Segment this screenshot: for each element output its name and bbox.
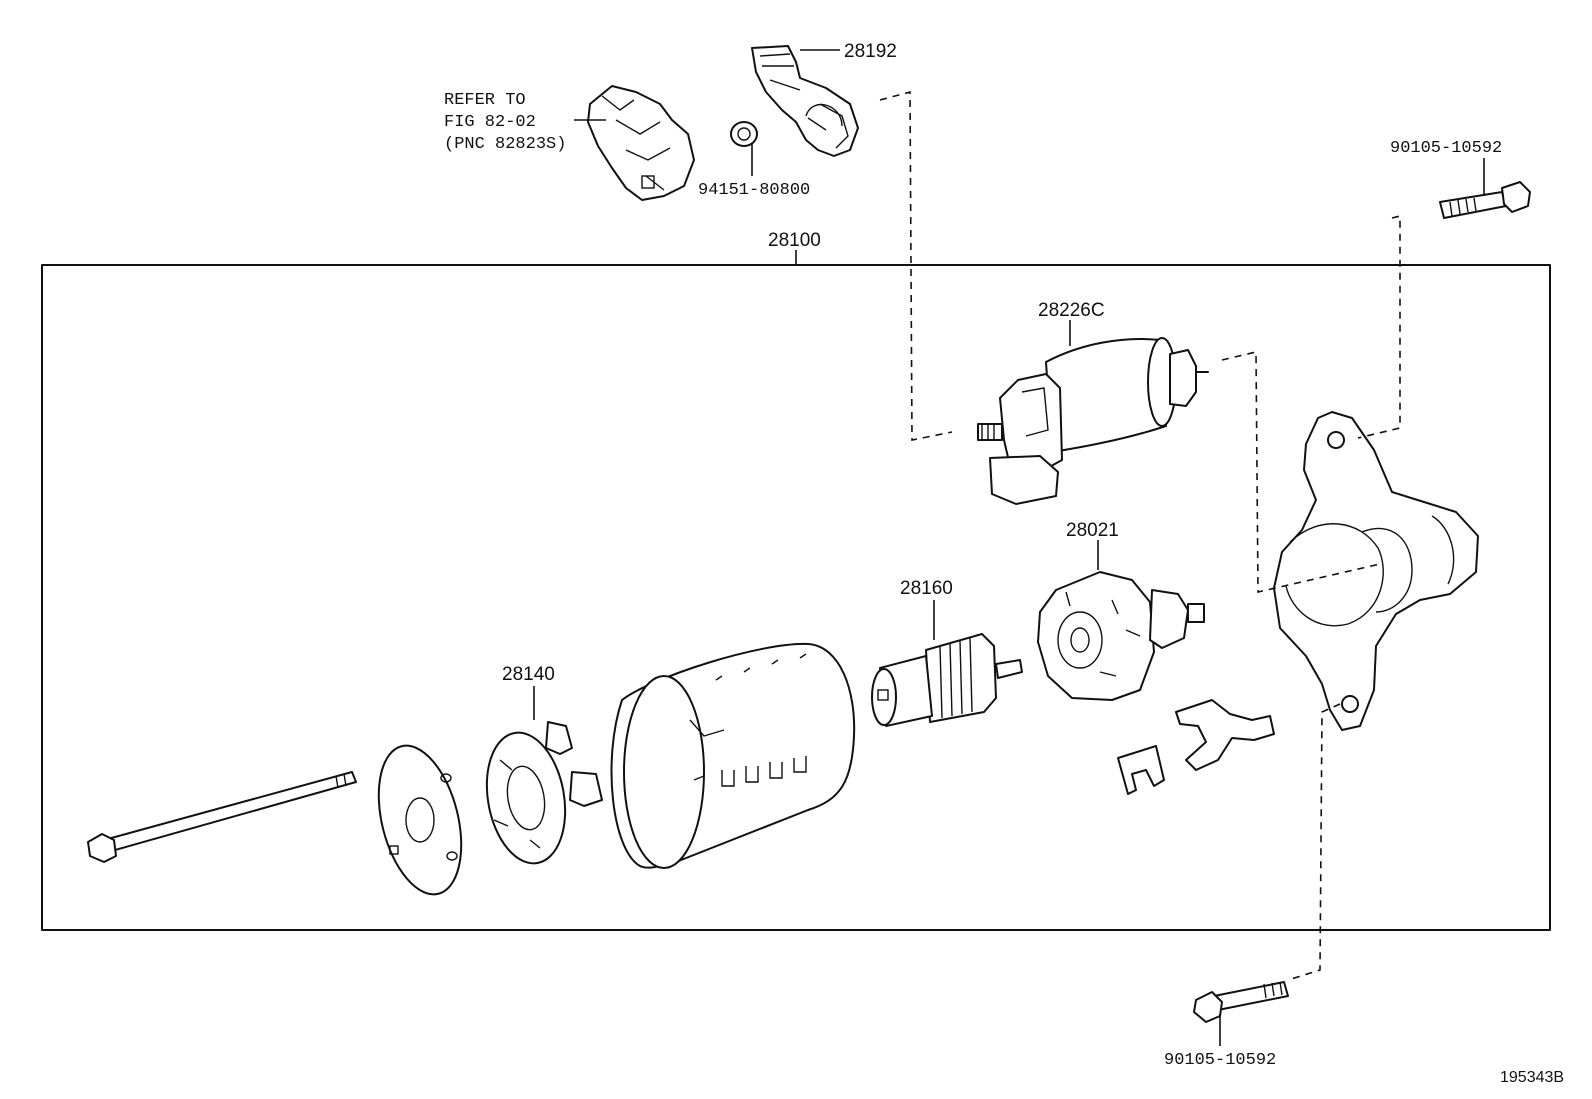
label-drive: 28021 — [1066, 520, 1119, 541]
through-bolt-part[interactable] — [87, 771, 357, 863]
armature-part[interactable] — [871, 633, 1023, 727]
drive-clutch-part[interactable] — [1037, 571, 1205, 701]
bolt-top-part[interactable] — [1439, 181, 1531, 219]
solenoid-part[interactable] — [977, 337, 1209, 505]
shift-lever-part[interactable] — [1117, 699, 1275, 795]
refer-note-line2: FIG 82-02 — [444, 113, 536, 132]
label-solenoid: 28226C — [1038, 300, 1105, 321]
label-brush-holder: 28140 — [502, 664, 555, 685]
label-assembly: 28100 — [768, 230, 821, 251]
label-connector: 28192 — [844, 41, 897, 62]
label-armature: 28160 — [900, 578, 953, 599]
end-plate-part[interactable] — [365, 737, 476, 903]
label-bolt-top: 90105-10592 — [1390, 139, 1502, 158]
refer-note-line3: (PNC 82823S) — [444, 135, 566, 154]
nut-part[interactable] — [730, 121, 758, 147]
connector-part[interactable] — [751, 45, 859, 157]
yoke-part[interactable] — [610, 642, 856, 869]
refer-note-line1: REFER TO — [444, 91, 526, 110]
figure-id: 195343B — [1500, 1069, 1564, 1086]
referenced-switch-part[interactable] — [587, 85, 695, 201]
drive-housing-part[interactable] — [1273, 411, 1479, 731]
label-bolt-bottom: 90105-10592 — [1164, 1051, 1276, 1070]
bolt-bottom-part[interactable] — [1193, 981, 1289, 1023]
label-nut: 94151-80800 — [698, 181, 810, 200]
brush-holder-part[interactable] — [477, 721, 603, 870]
